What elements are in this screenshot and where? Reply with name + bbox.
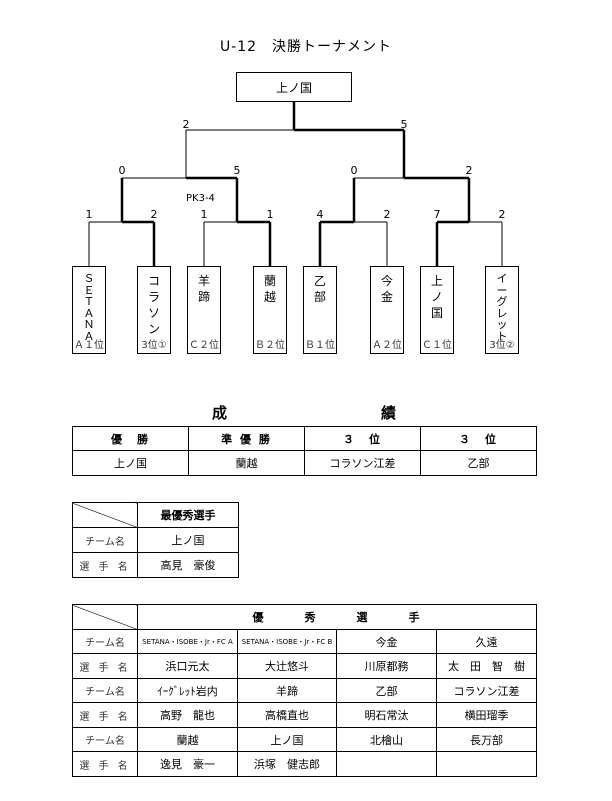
excellent-table: 優 秀 選 手 チーム名 SETANA・ISOBE・Jr・FC A SETANA… [72,604,537,777]
results-header: 優 勝 [72,426,189,451]
results-header: 準 優 勝 [188,426,305,451]
excellent-team: コラソン江差 [436,678,537,703]
final-right-score: 5 [400,118,408,131]
mvp-team: 上ノ国 [137,527,239,553]
excellent-team-label: チーム名 [72,678,138,703]
excellent-player: 浜口元太 [137,653,238,679]
excellent-team: SETANA・ISOBE・Jr・FC B [237,629,337,654]
excellent-team: 長万部 [436,727,537,752]
excellent-player [336,751,437,777]
sf2-left-score: 0 [350,164,358,177]
qf3-right-score: 2 [383,208,391,221]
results-header: ３ 位 [304,426,421,451]
sf2-right-score: 2 [465,164,473,177]
excellent-team: 蘭越 [137,727,238,752]
excellent-team: SETANA・ISOBE・Jr・FC A [137,629,238,654]
qf4-right-score: 2 [498,208,506,221]
qf3-left-score: 4 [316,208,324,221]
final-left-score: 2 [182,118,190,131]
sf1-left-score: 0 [118,164,126,177]
excellent-team-label: チーム名 [72,629,138,654]
excellent-team-label: チーム名 [72,727,138,752]
excellent-player: 川原都務 [336,653,437,679]
sf1-pk-note: PK3-4 [186,193,215,204]
excellent-player-label: 選 手 名 [72,653,138,679]
team-seed: Ｃ１位 [422,340,452,351]
team-name: 羊蹄 [197,274,210,304]
excellent-player: 明石常汰 [336,702,437,728]
team-box: 乙部 Ｂ１位 [303,266,337,354]
team-box: 羊蹄 Ｃ２位 [187,266,221,354]
team-name: コラソン [147,274,160,336]
team-seed: Ｃ２位 [189,340,219,351]
excellent-corner [72,604,138,630]
excellent-player-label: 選 手 名 [72,702,138,728]
mvp-corner [72,502,138,528]
team-seed: Ｂ１位 [305,340,335,351]
team-name: 上ノ国 [430,274,443,320]
mvp-team-label: チーム名 [72,527,138,553]
team-name: イーグレット [496,272,508,343]
excellent-team: 乙部 [336,678,437,703]
excellent-team: 今金 [336,629,437,654]
team-box: イーグレット 3位② [485,266,519,354]
results-value: コラソン江差 [304,450,421,476]
champion-box: 上ノ国 [236,72,352,102]
team-seed: 3位① [141,340,167,351]
excellent-player-empty [436,751,537,777]
results-value: 乙部 [420,450,537,476]
excellent-team: ｲｰｸﾞﾚｯﾄ岩内 [137,678,238,703]
excellent-player: 高橋直也 [237,702,337,728]
page-title: U-12 決勝トーナメント [219,39,393,55]
excellent-player: 高野 龍也 [137,702,238,728]
team-name: 乙部 [313,274,326,304]
team-name: 今金 [380,274,393,304]
results-title-char: 成 [211,404,227,422]
excellent-player: 浜塚 健志郎 [237,751,337,777]
team-box: 今金 Ａ２位 [370,266,404,354]
excellent-header: 優 秀 選 手 [137,604,537,630]
excellent-team: 久遠 [436,629,537,654]
excellent-player: 太 田 智 樹 [436,653,537,679]
results-title: 成 績 [75,402,533,423]
excellent-team: 上ノ国 [237,727,337,752]
excellent-player: 大辻悠斗 [237,653,337,679]
qf2-right-score: 1 [266,208,274,221]
team-box: 蘭越 Ｂ２位 [253,266,287,354]
mvp-player: 高見 豪俊 [137,552,239,578]
excellent-player: 横田瑠季 [436,702,537,728]
mvp-player-label: 選 手 名 [72,552,138,578]
excellent-team: 北檜山 [336,727,437,752]
qf1-left-score: 1 [85,208,93,221]
team-seed: Ｂ２位 [255,340,285,351]
qf4-left-score: 7 [433,208,441,221]
results-title-char: 績 [380,404,396,422]
results-value: 蘭越 [188,450,305,476]
qf2-left-score: 1 [200,208,208,221]
qf1-right-score: 2 [150,208,158,221]
results-table: 優 勝 準 優 勝 ３ 位 ３ 位 上ノ国 蘭越 コラソン江差 乙部 [72,426,537,476]
team-box: 上ノ国 Ｃ１位 [420,266,454,354]
results-value: 上ノ国 [72,450,189,476]
team-seed: 3位② [489,340,515,351]
results-header: ３ 位 [420,426,537,451]
excellent-player: 逸見 豪一 [137,751,238,777]
sf1-right-score: 5 [233,164,241,177]
champion-name: 上ノ国 [275,80,312,95]
mvp-header: 最優秀選手 [137,502,239,528]
team-seed: Ａ２位 [372,340,402,351]
excellent-player-label: 選 手 名 [72,751,138,777]
team-box: コラソン 3位① [137,266,171,354]
mvp-table: 最優秀選手 チーム名 上ノ国 選 手 名 高見 豪俊 [72,502,239,578]
team-name: 蘭越 [263,274,276,304]
team-seed: Ａ１位 [74,340,104,351]
excellent-team: 羊蹄 [237,678,337,703]
